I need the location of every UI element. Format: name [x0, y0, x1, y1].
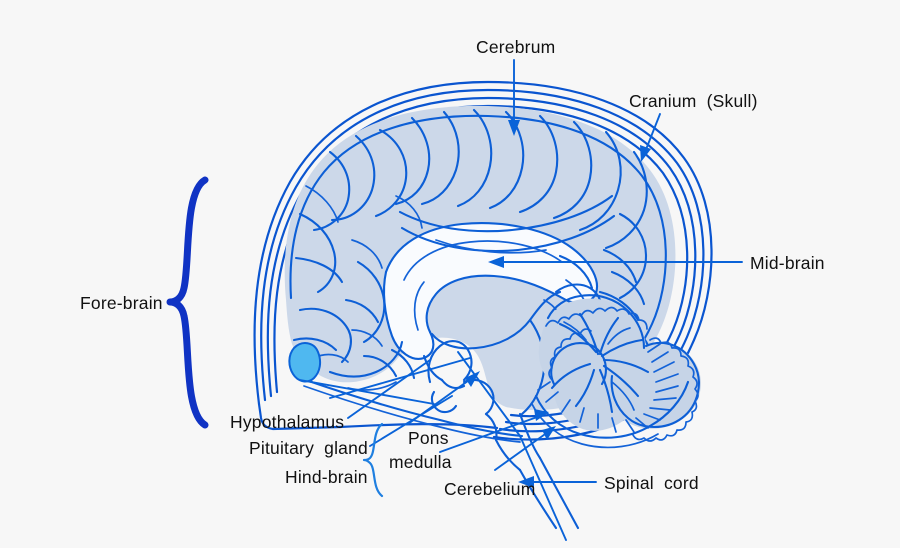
cortex-sulci-pattern	[289, 108, 667, 403]
label-pons: Pons	[408, 428, 449, 448]
label-medulla: medulla	[389, 452, 452, 472]
leader-midbrain	[488, 256, 743, 268]
label-forebrain: Fore-brain	[80, 293, 163, 313]
hindbrain-brace	[362, 422, 384, 498]
leader-cerebrum	[508, 59, 520, 136]
label-hypothalamus: Hypothalamus	[230, 412, 344, 432]
label-cerebrum: Cerebrum	[476, 37, 555, 57]
leader-medulla	[439, 409, 549, 453]
label-hindbrain: Hind-brain	[285, 467, 368, 487]
forebrain-brace	[166, 176, 209, 429]
label-midbrain: Mid-brain	[750, 253, 825, 273]
label-pituitary: Pituitary gland	[249, 438, 368, 458]
cerebellum-folia	[537, 343, 679, 433]
label-cerebellum: Cerebelium	[444, 479, 535, 499]
label-spinalcord: Spinal cord	[604, 473, 699, 493]
leader-cranium	[640, 113, 661, 162]
temporal-pole-highlight	[288, 342, 322, 383]
leader-pons	[407, 371, 480, 425]
annotation-leaders	[299, 59, 743, 541]
cerebellum-body	[531, 294, 701, 449]
leader-cerebellum	[494, 426, 556, 471]
leader-hypothalamus	[347, 359, 431, 419]
label-cranium: Cranium (Skull)	[629, 91, 758, 111]
